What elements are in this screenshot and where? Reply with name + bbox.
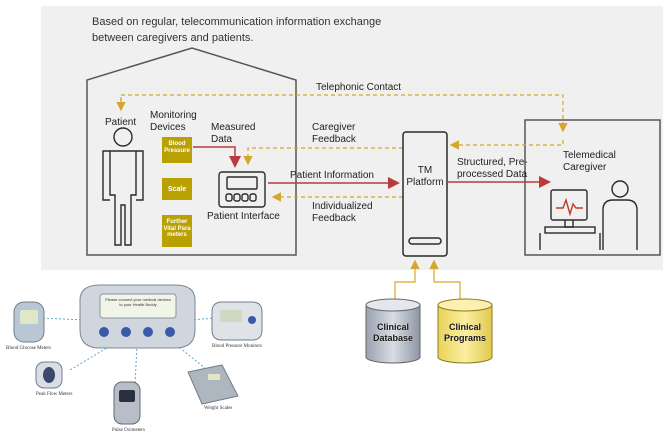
caregiver-return-line [449, 140, 564, 150]
pulse-oximeter [113, 381, 141, 425]
caregiver-feedback-arrow [243, 147, 403, 166]
clinical-database-label: Clinical Database [372, 322, 414, 344]
db-link-right [429, 259, 461, 300]
blood-pressure-monitors-caption: Blood Pressure Monitors [212, 344, 262, 349]
db-link-left [394, 259, 420, 300]
blood-pressure-box [162, 137, 192, 163]
structured-data-label: Structured, Pre-processed Data [457, 157, 528, 180]
device-photo [13, 284, 263, 425]
health-buddy-screen-text: Please connect your medical devices to y… [105, 297, 171, 307]
telephonic-contact-label: Telephonic Contact [316, 82, 402, 93]
individualized-feedback-label: Individualized Feedback [312, 201, 373, 224]
patient-interface-icon [218, 171, 266, 208]
peak-flow-meter [35, 361, 63, 389]
measured-data-label: Measured Data [211, 122, 256, 145]
patient-information-label: Patient Information [290, 170, 374, 181]
pulse-oximeters-caption: Pulse Oximeters [112, 428, 145, 433]
blood-glucose-caption: Blood Glucose Meters [6, 346, 51, 351]
intro-text: Based on regular, telecommunication info… [92, 16, 382, 44]
telemedical-caregiver-icon [539, 180, 638, 250]
scale-label: Scale [167, 186, 187, 193]
clinical-programs-label: Clinical Programs [443, 322, 487, 344]
weight-scales-caption: Weight Scales [204, 406, 233, 411]
blood-pressure-monitor [211, 301, 263, 341]
tm-platform-label: TM Platform [406, 165, 444, 188]
caregiver-feedback-label: Caregiver Feedback [312, 122, 356, 145]
patient-interface-label: Patient Interface [207, 211, 280, 222]
blood-glucose-meter [13, 301, 45, 343]
diagram-panel [41, 6, 663, 270]
tm-platform-icon [402, 131, 448, 257]
patient-label: Patient [105, 117, 137, 128]
health-buddy-device [79, 284, 196, 349]
measured-data-arrow [193, 146, 241, 168]
clinical-database-icon [365, 298, 421, 364]
further-box [162, 215, 192, 247]
patient-icon [102, 127, 144, 246]
home-outline [86, 47, 297, 256]
scale-box [162, 178, 192, 200]
telemedical-caregiver-label: Telemedical Caregiver [563, 150, 616, 173]
peak-flow-caption: Peak Flow Meters [36, 392, 73, 397]
blood-pressure-label: Blood Pressure [164, 141, 190, 154]
caregiver-outline [524, 119, 661, 256]
clinical-programs-icon [437, 298, 493, 364]
further-vital-label: Further Vital Para meters [163, 219, 191, 239]
monitoring-devices-label: Monitoring Devices [150, 110, 197, 133]
weight-scale [187, 364, 239, 405]
